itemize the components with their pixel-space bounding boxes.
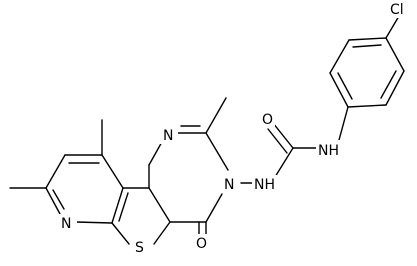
bond-ring-a3-inner: [337, 72, 353, 100]
atom-labels: Cl O NH NH N N O S N: [59, 0, 415, 256]
bond-c2-methyl: [205, 97, 227, 134]
bond-s-c: [111, 222, 130, 245]
bond-thio-c-c: [111, 187, 124, 224]
bond-n1-c8a: [148, 139, 164, 166]
bond-ring-a1: [348, 37, 387, 41]
bond-ring-a4: [347, 104, 387, 108]
bond-ring-a5: [385, 70, 405, 106]
bond-pyr-1: [101, 154, 124, 189]
bond-n3-c4: [205, 193, 223, 223]
urea-nh-hydrazide-atom-label: NH: [254, 177, 275, 193]
chlorine-atom-label: Cl: [390, 2, 404, 18]
bond-c4a-s: [153, 221, 171, 245]
pyrimidinone-oxygen-atom-label: O: [196, 236, 207, 252]
bond-ring-a3: [329, 72, 349, 108]
bond-cl-c1: [385, 15, 400, 39]
bond-carbonyl-to-nh: [274, 147, 294, 178]
bond-c4a-c8a: [148, 187, 171, 223]
bond-pyr-5: [75, 221, 113, 224]
bond-carbonyl-o-2: [267, 128, 288, 154]
bond-thio-c-c-inner: [118, 192, 129, 222]
bond-ring-a1-inner: [352, 44, 382, 48]
bond-ring-a5-inner: [380, 70, 397, 99]
pyridine-nitrogen-atom-label: N: [61, 216, 71, 232]
bond-ring-a6: [385, 37, 405, 72]
urea-nh-aryl-atom-label: NH: [318, 143, 339, 159]
bond-carbonyl-o-1: [272, 122, 294, 149]
thiophene-sulfur-atom-label: S: [135, 240, 144, 256]
bond-ring-to-nh: [338, 106, 349, 141]
bonds: [9, 15, 405, 245]
pyrimidine-n3-atom-label: N: [224, 177, 234, 193]
bond-pyr-4-inner: [52, 189, 65, 210]
bond-pyr-3: [45, 154, 66, 189]
pyrimidine-n1-atom-label: N: [163, 128, 173, 144]
urea-oxygen-atom-label: O: [262, 112, 273, 128]
bond-ring-a2: [329, 39, 350, 74]
bond-n3-c2: [205, 132, 229, 171]
bond-pyr-4: [45, 187, 61, 215]
